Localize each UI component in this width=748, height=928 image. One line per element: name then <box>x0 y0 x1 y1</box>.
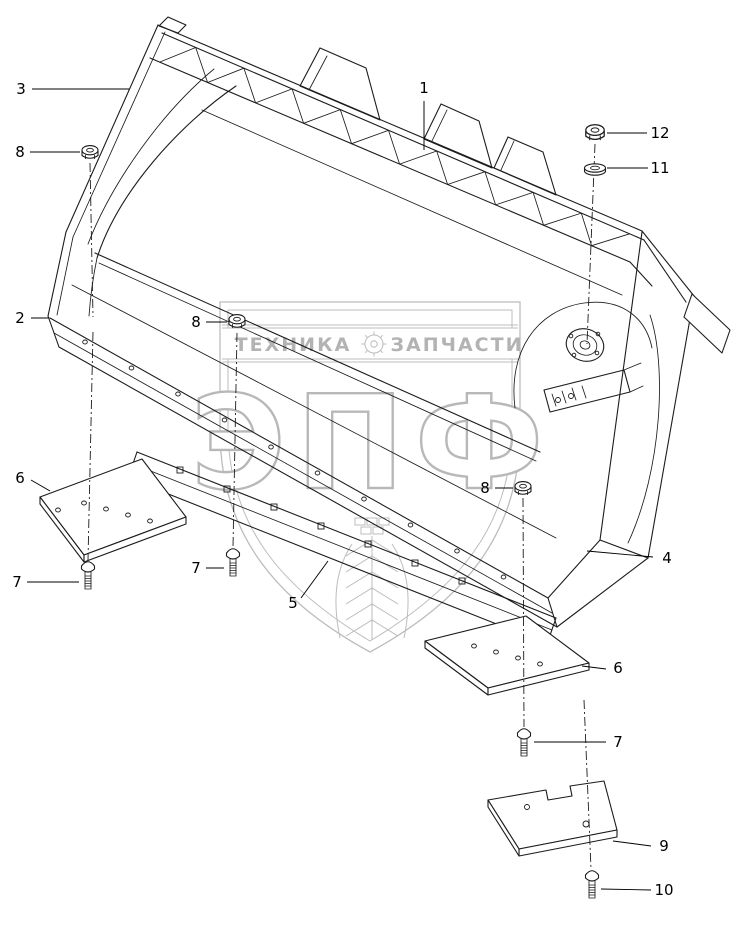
callout-label: 8 <box>15 143 25 161</box>
watermark: ТЕХНИКА ЗАПЧАСТИ ЭПФ <box>189 301 553 653</box>
hex-nut-12 <box>585 124 605 141</box>
edge-bolt-holes <box>82 339 507 580</box>
centerline-mid-bolt <box>232 332 238 548</box>
centerline-nut12-washer-hub <box>586 143 596 345</box>
tie-hooks <box>299 47 557 196</box>
callout-7-left: 7 <box>12 573 79 591</box>
plate-holes <box>55 500 153 524</box>
callout-label: 8 <box>191 313 201 331</box>
wear-plate-right <box>424 615 590 696</box>
callout-label: 7 <box>613 733 623 751</box>
corner-shroud <box>683 293 731 354</box>
callout-label: 8 <box>480 479 490 497</box>
callouts: 1 2 3 4 5 6 6 7 <box>12 79 673 899</box>
gear-icon <box>361 331 387 357</box>
callout-5: 5 <box>288 560 329 612</box>
centerline-left-nut <box>89 162 94 318</box>
band-background <box>222 328 518 359</box>
hardware <box>80 124 607 899</box>
bolt-7-mid <box>225 548 241 577</box>
leader-line <box>586 550 654 558</box>
plate-holes <box>471 643 543 667</box>
callout-label: 11 <box>650 159 669 177</box>
bolt-7-left <box>80 561 96 590</box>
cutting-edge <box>47 315 649 628</box>
callout-10: 10 <box>600 881 674 899</box>
bolt-10 <box>584 870 600 899</box>
leader-line <box>300 560 329 599</box>
bucket-floor <box>71 109 623 539</box>
left-side-panel <box>47 24 237 317</box>
leader-line <box>30 479 51 492</box>
callout-1: 1 <box>419 79 429 150</box>
mounting-bracket <box>487 780 618 857</box>
callout-label: 7 <box>191 559 201 577</box>
bucket-drawing <box>39 16 731 857</box>
callout-label: 7 <box>12 573 22 591</box>
callout-3: 3 <box>16 80 129 98</box>
hex-nut-8-left <box>81 145 99 160</box>
shield-outline-inner <box>227 309 513 642</box>
callout-label: 3 <box>16 80 26 98</box>
spill-guard <box>149 16 695 303</box>
callout-label: 4 <box>662 549 672 567</box>
wheat-emblem <box>335 517 409 640</box>
callout-label: 6 <box>15 469 25 487</box>
brand-text-right: ЗАПЧАСТИ <box>391 334 524 356</box>
washer-11 <box>583 163 607 176</box>
tie-hook-3 <box>493 136 557 196</box>
callout-6-left: 6 <box>15 469 51 492</box>
callout-11: 11 <box>607 159 670 177</box>
callout-label: 2 <box>15 309 25 327</box>
callout-9: 9 <box>612 837 669 855</box>
callout-2: 2 <box>15 309 49 327</box>
callout-8-left: 8 <box>15 143 80 161</box>
tie-hook-2 <box>423 103 493 169</box>
centerline-right-bolt <box>522 497 525 728</box>
wear-plate-left <box>39 458 187 563</box>
monogram-text: ЭПФ <box>190 367 553 519</box>
brand-band: ТЕХНИКА ЗАПЧАСТИ <box>222 324 524 363</box>
band-lines <box>222 324 518 363</box>
brand-text-left: ТЕХНИКА <box>235 334 352 356</box>
right-side-panel <box>547 231 731 599</box>
hub-assembly <box>513 301 653 413</box>
callout-7-mid: 7 <box>191 559 224 577</box>
bolt-7-right <box>516 728 532 757</box>
callout-6-right: 6 <box>581 659 623 677</box>
callout-12: 12 <box>607 124 670 142</box>
assembly-centerlines <box>87 143 596 870</box>
centerline-left-plate <box>87 331 94 561</box>
callout-label: 5 <box>288 594 298 612</box>
castle-bricks <box>354 517 390 535</box>
hex-nut-8-right <box>514 481 532 496</box>
callout-7-right: 7 <box>534 733 623 751</box>
callout-4: 4 <box>586 549 672 567</box>
leader-line <box>581 665 607 670</box>
side-profile-curve <box>96 85 237 259</box>
callout-8-mid: 8 <box>191 313 227 331</box>
hex-nut-8-mid <box>228 314 246 329</box>
callout-label: 9 <box>659 837 669 855</box>
callout-label: 1 <box>419 79 429 97</box>
edge-square-holes <box>176 466 466 585</box>
gusset-bracing <box>159 47 631 247</box>
leader-line <box>600 888 652 891</box>
callout-label: 12 <box>650 124 669 142</box>
centerline-bracket-bolt <box>583 699 592 870</box>
leader-line <box>612 840 652 847</box>
callout-8-right: 8 <box>480 479 513 497</box>
callout-label: 10 <box>654 881 673 899</box>
callout-label: 6 <box>613 659 623 677</box>
